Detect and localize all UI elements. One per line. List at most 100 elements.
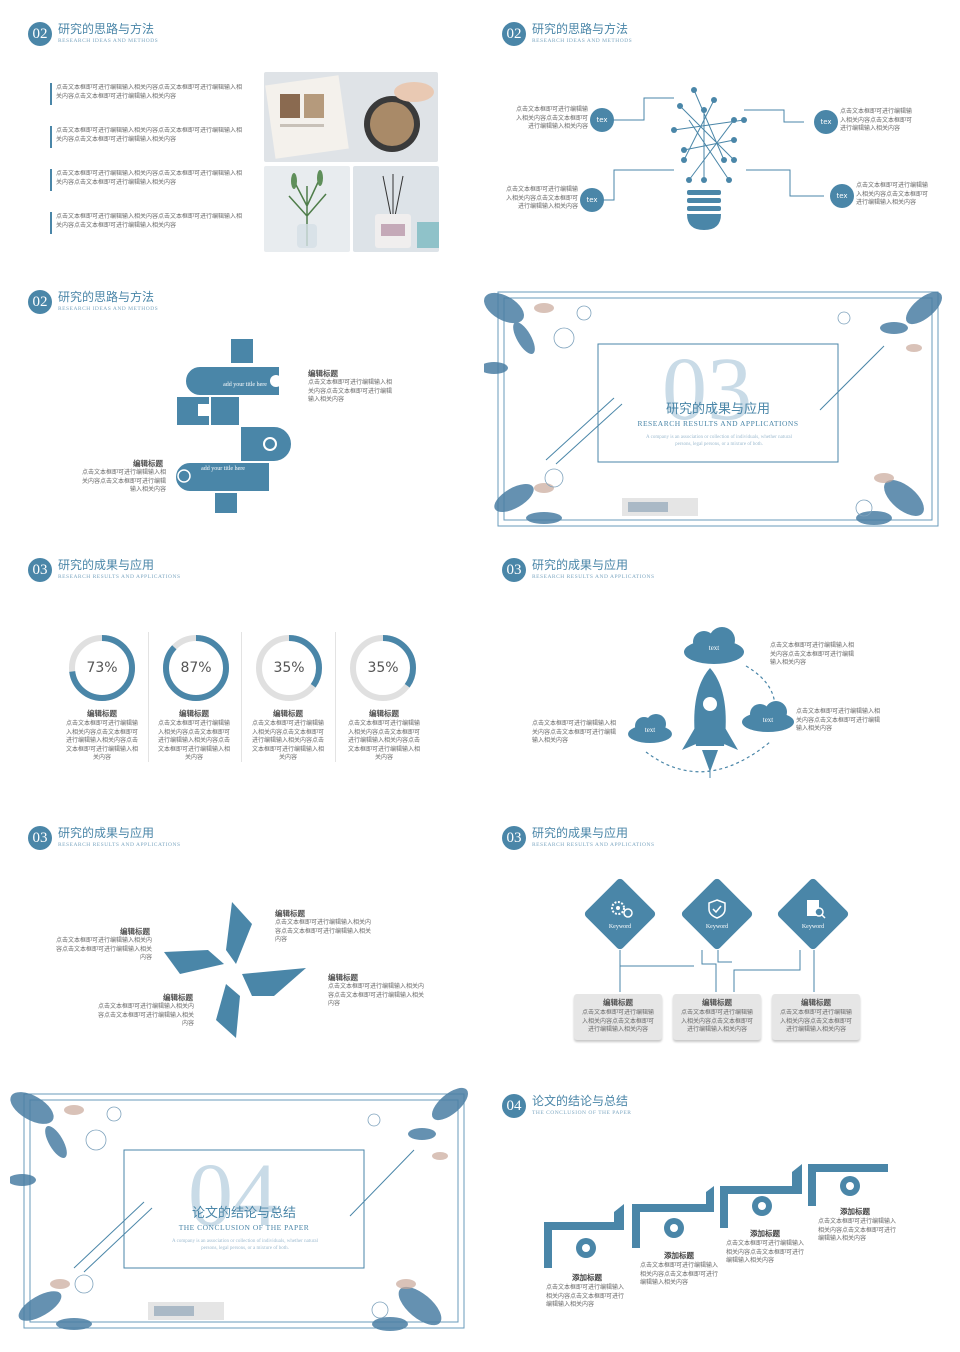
stat-text[interactable]: 点击文本框即可进行编辑输入相关内容点击文本框即可进行编辑输入相关内容点击文本框即… xyxy=(66,720,139,761)
slide-results-keywords[interactable]: 03 研究的成果与应用 RESEARCH RESULTS AND APPLICA… xyxy=(484,814,952,1076)
info-card[interactable]: 编辑标题 点击文本框即可进行编辑输入相关内容点击文本框即可进行编辑输入相关内容 xyxy=(574,994,662,1040)
stat-text[interactable]: 点击文本框即可进行编辑输入相关内容点击文本框即可进行编辑输入相关内容点击文本框即… xyxy=(158,720,231,761)
step-text[interactable]: 点击文本框即可进行编辑输入相关内容点击文本框即可进行编辑输入相关内容 xyxy=(726,1240,805,1264)
cover-description: A company is an association or collectio… xyxy=(172,1239,318,1251)
section-big-number: 04 xyxy=(188,1146,278,1245)
percent-label: 35% xyxy=(367,660,399,676)
stat-text[interactable]: 点击文本框即可进行编辑输入相关内容点击文本框即可进行编辑输入相关内容点击文本框即… xyxy=(348,720,421,761)
keyword-label[interactable]: Keyword xyxy=(801,924,825,930)
cover-subtitle: RESEARCH RESULTS AND APPLICATIONS xyxy=(637,419,799,428)
section-number: 03 xyxy=(502,558,526,582)
staircase-steps xyxy=(544,1164,888,1268)
edit-heading[interactable]: 编辑标题 xyxy=(133,459,163,468)
percent-label: 35% xyxy=(273,660,305,676)
slide-results-percentages[interactable]: 03 研究的成果与应用 RESEARCH RESULTS AND APPLICA… xyxy=(10,546,478,808)
floral-frame xyxy=(484,291,943,527)
text-right-top[interactable]: 点击文本框即可进行编辑输入相关内容点击文本框即可进行编辑输入相关内容 xyxy=(770,642,855,666)
text-left[interactable]: 点击文本框即可进行编辑输入相关内容点击文本框即可进行编辑输入相关内容 xyxy=(532,720,617,744)
item-bar xyxy=(50,169,52,191)
text-top-right[interactable]: 点击文本框即可进行编辑输入相关内容点击文本框即可进行编辑输入相关内容 xyxy=(840,108,913,132)
percent-label: 73% xyxy=(86,660,118,676)
card-text: 点击文本框即可进行编辑输入相关内容点击文本框即可进行编辑输入相关内容 xyxy=(779,1009,852,1033)
slide-subtitle: RESEARCH RESULTS AND APPLICATIONS xyxy=(532,574,655,580)
keyword-label[interactable]: Keyword xyxy=(705,924,729,930)
edit-text[interactable]: 点击文本框即可进行编辑输入相关内容点击文本框即可进行编辑输入相关内容 xyxy=(82,469,167,493)
step-text[interactable]: 点击文本框即可进行编辑输入相关内容点击文本框即可进行编辑输入相关内容 xyxy=(640,1262,719,1286)
section-number: 02 xyxy=(28,290,52,314)
text-item[interactable]: 点击文本框即可进行编辑输入相关内容点击文本框即可进行编辑输入相关内容点击文本框即… xyxy=(56,170,243,186)
percent-ring: 35% xyxy=(347,632,419,704)
info-card[interactable]: 编辑标题 点击文本框即可进行编辑输入相关内容点击文本框即可进行编辑输入相关内容 xyxy=(772,994,860,1040)
text-top-left[interactable]: 点击文本框即可进行编辑输入相关内容点击文本框即可进行编辑输入相关内容 xyxy=(515,106,588,130)
edit-text[interactable]: 点击文本框即可进行编辑输入相关内容点击文本框即可进行编辑输入相关内容 xyxy=(328,983,425,1007)
step-text[interactable]: 点击文本框即可进行编辑输入相关内容点击文本框即可进行编辑输入相关内容 xyxy=(546,1284,625,1308)
edit-text[interactable]: 点击文本框即可进行编辑输入相关内容点击文本框即可进行编辑输入相关内容 xyxy=(55,937,152,961)
puzzle-title[interactable]: add your title here xyxy=(223,382,267,388)
step-heading[interactable]: 添加标题 xyxy=(664,1251,694,1260)
slide-results-rocket[interactable]: 03 研究的成果与应用 RESEARCH RESULTS AND APPLICA… xyxy=(484,546,952,808)
text-bottom-left[interactable]: 点击文本框即可进行编辑输入相关内容点击文本框即可进行编辑输入相关内容 xyxy=(505,186,578,210)
keyword-label[interactable]: Keyword xyxy=(608,924,632,930)
edit-text[interactable]: 点击文本框即可进行编辑输入相关内容点击文本框即可进行编辑输入相关内容 xyxy=(275,919,372,943)
cloud-icon xyxy=(628,627,794,743)
section-number: 04 xyxy=(502,1094,526,1118)
slide-results-pinwheel[interactable]: 03 研究的成果与应用 RESEARCH RESULTS AND APPLICA… xyxy=(10,814,478,1076)
edit-text[interactable]: 点击文本框即可进行编辑输入相关内容点击文本框即可进行编辑输入相关内容 xyxy=(308,379,393,403)
slide-section-cover-03[interactable]: 03 研究的成果与应用 RESEARCH RESULTS AND APPLICA… xyxy=(484,278,952,540)
slide-title: 研究的成果与应用 xyxy=(532,826,629,840)
card-heading: 编辑标题 xyxy=(801,998,831,1007)
section-number: 03 xyxy=(502,826,526,850)
section-number: 02 xyxy=(502,22,526,46)
edit-text[interactable]: 点击文本框即可进行编辑输入相关内容点击文本框即可进行编辑输入相关内容 xyxy=(97,1003,194,1027)
coffee-book-photo xyxy=(264,72,438,162)
text-item[interactable]: 点击文本框即可进行编辑输入相关内容点击文本框即可进行编辑输入相关内容点击文本框即… xyxy=(56,84,243,100)
edit-heading[interactable]: 编辑标题 xyxy=(163,993,193,1002)
section-number: 03 xyxy=(28,558,52,582)
step-text[interactable]: 点击文本框即可进行编辑输入相关内容点击文本框即可进行编辑输入相关内容 xyxy=(818,1218,897,1242)
slide-subtitle: RESEARCH RESULTS AND APPLICATIONS xyxy=(532,842,655,848)
puzzle-title[interactable]: add your title here xyxy=(201,466,245,472)
slide-title: 研究的成果与应用 xyxy=(58,826,155,840)
step-heading[interactable]: 添加标题 xyxy=(750,1229,780,1238)
text-bottom-right[interactable]: 点击文本框即可进行编辑输入相关内容点击文本框即可进行编辑输入相关内容 xyxy=(856,182,929,206)
text-right-bottom[interactable]: 点击文本框即可进行编辑输入相关内容点击文本框即可进行编辑输入相关内容 xyxy=(796,708,881,732)
percent-label: 87% xyxy=(180,660,212,676)
slide-section-cover-04[interactable]: 04 论文的结论与总结 THE CONCLUSION OF THE PAPER … xyxy=(10,1080,478,1342)
lightbulb-network-icon xyxy=(602,87,824,230)
stat-heading[interactable]: 编辑标题 xyxy=(369,709,399,718)
item-bar xyxy=(50,126,52,148)
slide-research-ideas-puzzle[interactable]: 02 研究的思路与方法 RESEARCH IDEAS AND METHODS a… xyxy=(10,278,478,540)
stat-heading[interactable]: 编辑标题 xyxy=(87,709,117,718)
edit-heading[interactable]: 编辑标题 xyxy=(328,973,358,982)
step-heading[interactable]: 添加标题 xyxy=(840,1207,870,1216)
stat-text[interactable]: 点击文本框即可进行编辑输入相关内容点击文本框即可进行编辑输入相关内容点击文本框即… xyxy=(252,720,325,761)
gear-icon xyxy=(611,901,633,918)
plant-vase-photo xyxy=(264,166,350,252)
cover-subtitle: THE CONCLUSION OF THE PAPER xyxy=(178,1223,310,1232)
slide-subtitle: RESEARCH IDEAS AND METHODS xyxy=(58,306,159,312)
stat-heading[interactable]: 编辑标题 xyxy=(273,709,303,718)
edit-heading[interactable]: 编辑标题 xyxy=(275,909,305,918)
stat-heading[interactable]: 编辑标题 xyxy=(179,709,209,718)
slide-title: 论文的结论与总结 xyxy=(532,1094,629,1108)
slide-research-ideas-bulb[interactable]: 02 研究的思路与方法 RESEARCH IDEAS AND METHODS t… xyxy=(484,10,952,272)
card-heading: 编辑标题 xyxy=(702,998,732,1007)
info-card[interactable]: 编辑标题 点击文本框即可进行编辑输入相关内容点击文本框即可进行编辑输入相关内容 xyxy=(673,994,761,1040)
floral-frame xyxy=(10,1087,469,1331)
step-heading[interactable]: 添加标题 xyxy=(572,1273,602,1282)
slide-subtitle: RESEARCH RESULTS AND APPLICATIONS xyxy=(58,574,181,580)
section-big-number: 03 xyxy=(662,340,752,439)
divider xyxy=(335,632,336,762)
cover-description: A company is an association or collectio… xyxy=(646,435,792,447)
divider xyxy=(241,632,242,762)
section-number: 02 xyxy=(28,22,52,46)
edit-heading[interactable]: 编辑标题 xyxy=(120,927,150,936)
slide-title: 研究的思路与方法 xyxy=(58,22,155,36)
cloud-text: text xyxy=(644,726,656,734)
text-item[interactable]: 点击文本框即可进行编辑输入相关内容点击文本框即可进行编辑输入相关内容点击文本框即… xyxy=(56,213,243,229)
card-heading: 编辑标题 xyxy=(603,998,633,1007)
slide-research-ideas-photos[interactable]: 02 研究的思路与方法 RESEARCH IDEAS AND METHODS 点… xyxy=(10,10,478,272)
text-item[interactable]: 点击文本框即可进行编辑输入相关内容点击文本框即可进行编辑输入相关内容点击文本框即… xyxy=(56,127,243,143)
edit-heading[interactable]: 编辑标题 xyxy=(308,369,338,378)
slide-conclusion-steps[interactable]: 04 论文的结论与总结 THE CONCLUSION OF THE PAPER … xyxy=(484,1082,952,1344)
